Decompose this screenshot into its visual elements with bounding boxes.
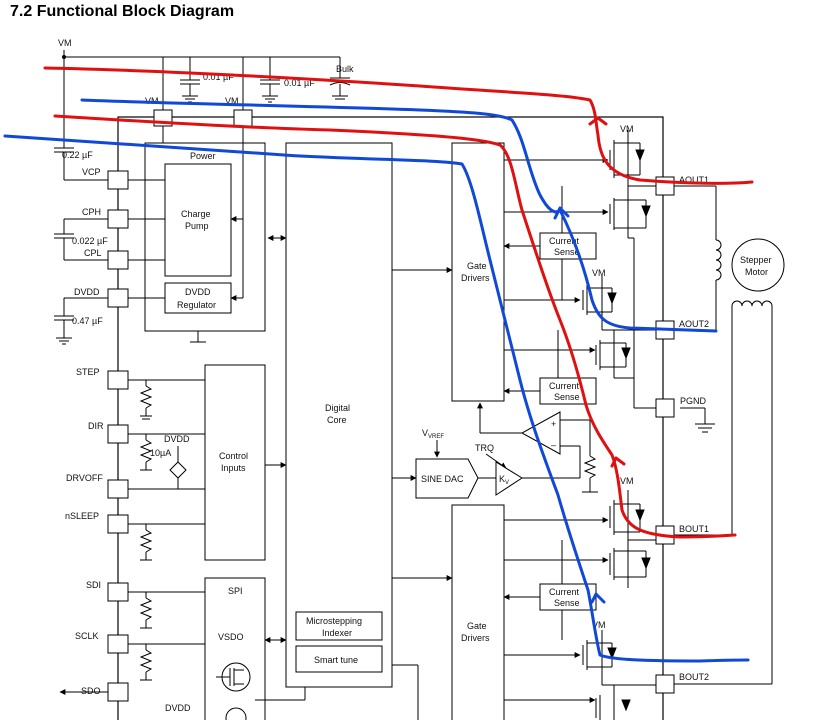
page-title: 7.2 Functional Block Diagram: [10, 3, 235, 20]
current-sense-3-label-2: Sense: [554, 598, 580, 608]
vcp-cap-label: 0.22 µF: [62, 150, 93, 160]
current-sense-1-label-2: Sense: [554, 247, 580, 257]
pin-pgnd: PGND: [680, 396, 707, 406]
cap-label-c2: 0.01 µF: [284, 78, 315, 88]
pin-bout2: BOUT2: [679, 672, 709, 682]
pgnd-bus: [614, 237, 715, 433]
fet-vm-b2: VM: [592, 620, 606, 630]
fet-stack-b2: [582, 630, 656, 720]
trq-label: TRQ: [475, 443, 494, 453]
sine-dac-label: SINE DAC: [421, 474, 464, 484]
pin-step: STEP: [76, 367, 100, 377]
vm-node: [62, 55, 66, 59]
current-sense-2: [539, 377, 597, 405]
input-wiring: [59, 379, 205, 695]
vm-pin-2-label: VM: [225, 96, 239, 106]
gate-drivers-a-label-1: Gate: [467, 261, 487, 271]
pin-drvoff: DRVOFF: [66, 473, 103, 483]
spi-block: [204, 577, 266, 720]
dvdd-input-label: DVDD: [164, 434, 190, 444]
motor-label-2: Motor: [745, 267, 768, 277]
left-capacitors: [54, 117, 110, 345]
sine-dac-block: [415, 458, 479, 499]
microstepping-label-2: Indexer: [322, 628, 352, 638]
smart-tune-block: [295, 645, 383, 673]
current-sense-1-label-1: Current: [549, 236, 580, 246]
pin-dvdd: DVDD: [74, 287, 100, 297]
pin-sclk: SCLK: [75, 631, 99, 641]
pin-cpl: CPL: [84, 248, 102, 258]
charge-pump-label-2: Pump: [185, 221, 209, 231]
motor-coils: [674, 185, 773, 685]
vsdo-label: VSDO: [218, 632, 244, 642]
gate-drivers-b-label-1: Gate: [467, 621, 487, 631]
charge-pump-label-1: Charge: [181, 209, 211, 219]
microstepping-indexer-block: [295, 611, 383, 641]
pin-bout1: BOUT1: [679, 524, 709, 534]
fet-stack-a1: [609, 130, 656, 238]
control-inputs-block: [204, 364, 266, 561]
red-annotations: [43, 66, 754, 539]
gate-drivers-a-label-2: Drivers: [461, 273, 490, 283]
current-sense-2-label-1: Current: [549, 381, 580, 391]
vref-label: VVREF: [422, 428, 444, 440]
dvdd-bottom-label: DVDD: [165, 703, 191, 713]
vsdo-fet: [216, 662, 251, 720]
gate-drivers-a-block: [451, 142, 505, 402]
smart-tune-label: Smart tune: [314, 655, 358, 665]
fet-vm-b1: VM: [620, 476, 634, 486]
bulk-cap-label: Bulk: [336, 64, 354, 74]
fet-vm-a2: VM: [592, 268, 606, 278]
power-label: Power: [190, 151, 216, 161]
digital-core-block: [285, 142, 393, 688]
dvdd-regulator-label-1: DVDD: [185, 287, 211, 297]
pin-cph: CPH: [82, 207, 101, 217]
dvdd-regulator-label-2: Regulator: [177, 300, 216, 310]
microstepping-label-1: Microstepping: [306, 616, 362, 626]
vm-label: VM: [58, 38, 72, 48]
pin-sdo: SDO: [81, 686, 101, 696]
fet-vm-a1: VM: [620, 124, 634, 134]
digital-core-label-2: Core: [327, 415, 347, 425]
ic-package-outline: [117, 116, 664, 720]
comparator-wiring: [477, 402, 598, 493]
power-block: [144, 142, 266, 332]
control-inputs-label-1: Control: [219, 451, 248, 461]
current-sense-3-label-1: Current: [549, 587, 580, 597]
pin-dir: DIR: [88, 421, 104, 431]
vm-pin-2: [233, 109, 253, 127]
charge-pump-block: [164, 163, 232, 277]
current-sense-2-label-2: Sense: [554, 392, 580, 402]
motor-label-1: Stepper: [740, 255, 772, 265]
right-pin-boxes: [655, 176, 675, 694]
comparator-minus: –: [551, 440, 556, 450]
cap-label-c1: 0.01 µF: [203, 72, 234, 82]
pin-aout2: AOUT2: [679, 319, 709, 329]
pin-sdi: SDI: [86, 580, 101, 590]
digital-core-label-1: Digital: [325, 403, 350, 413]
fet-stack-b1: [609, 490, 656, 588]
stepper-motor-symbol: [731, 238, 785, 292]
pin-nsleep: nSLEEP: [65, 511, 99, 521]
fet-stack-a2: [582, 275, 656, 378]
control-inputs-label-2: Inputs: [221, 463, 246, 473]
current-source-label: 10µA: [150, 448, 171, 458]
driver-fet-wiring: [503, 157, 609, 703]
pin-vcp: VCP: [82, 167, 101, 177]
blue-annotations: [3, 98, 750, 663]
spi-label: SPI: [228, 586, 243, 596]
left-pin-boxes: [107, 170, 129, 702]
dvdd-cap-label: 0.47 µF: [72, 316, 103, 326]
power-wiring: [128, 126, 287, 343]
gate-drivers-b-block: [451, 504, 505, 720]
pin-aout1: AOUT1: [679, 175, 709, 185]
gate-drivers-b-label-2: Drivers: [461, 633, 490, 643]
comparator-plus: +: [551, 419, 556, 429]
current-sense-1: [539, 232, 597, 260]
core-wiring: [255, 267, 453, 720]
cph-cap-label: 0.022 µF: [72, 236, 108, 246]
kv-label: KV: [499, 474, 509, 486]
